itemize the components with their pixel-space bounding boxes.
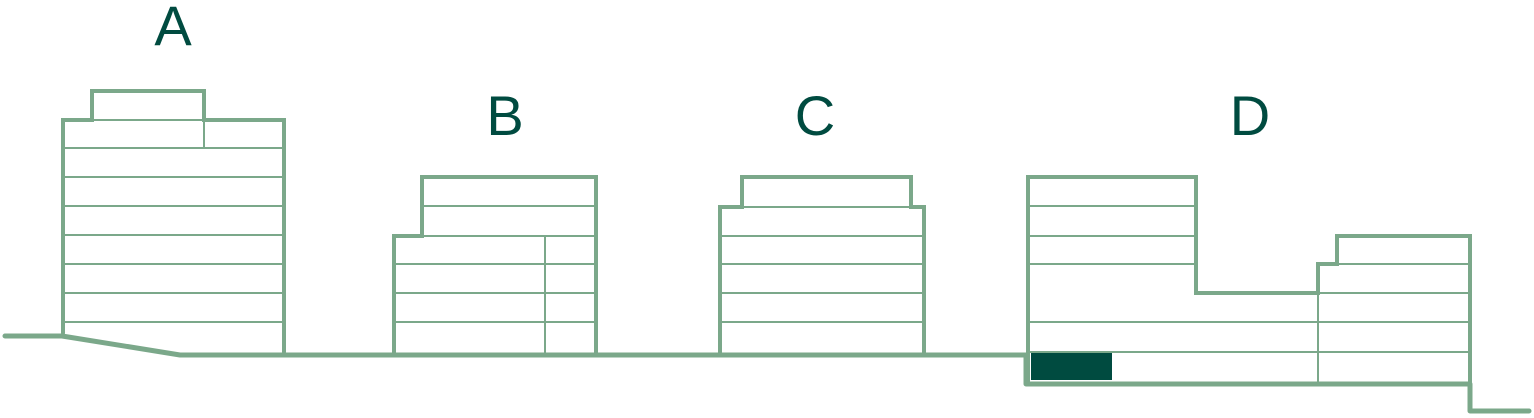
building-c-outline (718, 175, 926, 355)
ground-line (2, 333, 1532, 414)
building-c-floor-lines (720, 206, 924, 323)
building-d-floor-lines (1028, 205, 1470, 382)
building-b-floor-lines (394, 205, 596, 353)
building-b: B (392, 84, 598, 355)
building-c: C (718, 84, 926, 355)
building-a-floor-lines (63, 119, 284, 323)
building-a: A (61, 0, 286, 354)
highlighted-unit (1031, 353, 1112, 380)
building-a-label: A (154, 0, 192, 57)
building-d-outline (1026, 175, 1472, 384)
building-b-label: B (486, 84, 523, 147)
building-a-outline (61, 89, 286, 354)
building-d-label: D (1230, 84, 1270, 147)
building-d: D (1026, 84, 1472, 384)
building-c-label: C (795, 84, 835, 147)
